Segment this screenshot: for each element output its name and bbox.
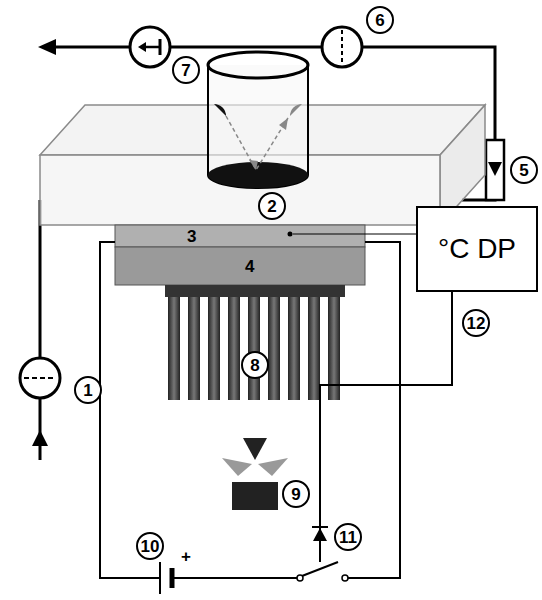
diode-symbol [313, 528, 327, 541]
callout-number: 9 [282, 480, 310, 508]
fan-blade [222, 458, 252, 476]
fin [288, 297, 300, 400]
filter-symbol [322, 27, 362, 67]
inlet-pipe [39, 200, 42, 460]
diode-bar [312, 526, 328, 528]
fin [248, 297, 260, 400]
display-text: °C DP [438, 234, 516, 265]
beam-arrow [249, 160, 258, 170]
beam-arrow [279, 118, 288, 130]
fin [188, 297, 200, 400]
polarity-mark: + [181, 548, 191, 565]
light-detector [290, 104, 302, 116]
control-wire [320, 292, 452, 562]
callout-number: 6 [366, 6, 394, 34]
mirror-plate [115, 225, 365, 247]
callout-number: 4 [245, 258, 254, 275]
pump-symbol [20, 358, 60, 398]
light-source [214, 104, 226, 116]
display-box: °C DP [416, 206, 538, 292]
valve-bar [159, 39, 162, 55]
fin [308, 297, 320, 400]
callout-number: 11 [334, 523, 362, 551]
outlet-arrow [38, 39, 56, 55]
pump-mark [24, 377, 56, 379]
heat-sink-fins [168, 297, 340, 400]
callout-number: 12 [462, 309, 490, 337]
fin [208, 297, 220, 400]
callout-number: 1 [74, 376, 102, 404]
callout-number: 3 [187, 228, 196, 245]
heat-sink-base [165, 285, 345, 297]
callout-number: 2 [258, 192, 286, 220]
peltier-cooler [115, 247, 365, 285]
light-beam [226, 116, 288, 170]
fin [228, 297, 240, 400]
valve-symbol [130, 27, 170, 67]
wire [172, 577, 298, 579]
callout-number: 10 [136, 532, 164, 560]
fin [268, 297, 280, 400]
filter-mark [341, 30, 343, 64]
wire [100, 242, 160, 578]
cup-rim [208, 52, 308, 78]
callout-number: 8 [241, 351, 269, 379]
callout-number: 5 [510, 156, 538, 184]
chamber-front [40, 155, 440, 225]
battery-plate [159, 562, 161, 594]
switch-blade [302, 562, 338, 576]
fin [168, 297, 180, 400]
temperature-sensor [288, 232, 293, 237]
fan-blade [258, 458, 288, 476]
flow-meter-float [488, 162, 502, 176]
fan-blade [243, 438, 267, 460]
callout-number: 7 [172, 56, 200, 84]
fan-motor [232, 482, 278, 510]
valve-arrow [138, 42, 146, 52]
switch-contact [342, 575, 348, 581]
sensor-lead [293, 234, 416, 235]
inlet-arrow [32, 430, 48, 446]
mirror-cup [208, 65, 308, 188]
flow-meter [486, 140, 504, 200]
